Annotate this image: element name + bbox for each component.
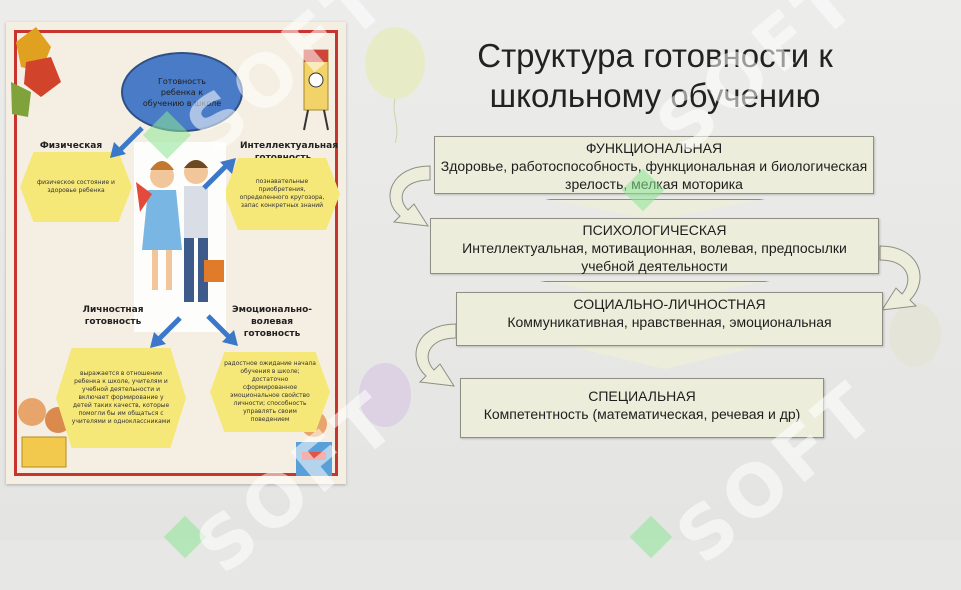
balloon-decoration — [365, 27, 425, 144]
arrow-to-emotional-icon — [206, 314, 238, 346]
level-body: Коммуникативная, нравственная, эмоционал… — [507, 314, 832, 330]
pencil-character-icon — [303, 49, 329, 131]
emotional-title: Эмоционально-волевая готовность — [232, 305, 313, 339]
balloon-decoration — [889, 303, 941, 367]
curved-arrow-right-icon — [879, 245, 921, 311]
curved-arrow-left-1-icon — [389, 165, 431, 227]
level-body: Компетентность (математическая, речевая … — [483, 406, 801, 422]
arrow-to-intellectual-icon — [202, 158, 236, 190]
schoolchildren-icon — [136, 160, 224, 302]
level-box-psychological: ПСИХОЛОГИЧЕСКАЯ Интеллектуальная, мотива… — [430, 218, 879, 274]
center-oval-text: Готовность ребенка к обучению в школе — [142, 76, 222, 108]
personal-text: выражается в отношении ребенка к школе, … — [71, 370, 171, 425]
intellectual-hex: познавательные приобретения, определенно… — [224, 158, 340, 230]
physical-text: физическое состояние и здоровье ребенка — [37, 179, 115, 194]
level-head: ПСИХОЛОГИЧЕСКАЯ — [582, 222, 727, 238]
level-head: СПЕЦИАЛЬНАЯ — [588, 388, 696, 404]
balloon-decoration — [359, 363, 411, 427]
level-body: Интеллектуальная, мотивационная, волевая… — [462, 240, 847, 274]
children-illustration — [134, 142, 226, 332]
readiness-poster: Готовность ребенка к обучению в школе Фи… — [6, 22, 346, 484]
level-head: ФУНКЦИОНАЛЬНАЯ — [585, 140, 723, 156]
center-oval: Готовность ребенка к обучению в школе — [121, 52, 243, 132]
poster-frame — [14, 30, 338, 476]
level-box-special: СПЕЦИАЛЬНАЯ Компетентность (математическ… — [460, 378, 824, 438]
curved-arrow-left-2-icon — [415, 323, 457, 387]
emotional-text: радостное ожидание начала обучения в шко… — [224, 360, 316, 423]
emotional-hex: радостное ожидание начала обучения в шко… — [210, 352, 330, 432]
down-arrow-3 — [560, 344, 770, 369]
autumn-leaves-icon — [11, 27, 61, 117]
intellectual-text: познавательные приобретения, определенно… — [239, 178, 325, 209]
arrow-to-physical-icon — [110, 126, 144, 158]
level-head: СОЦИАЛЬНО-ЛИЧНОСТНАЯ — [573, 296, 766, 312]
physical-hex: физическое состояние и здоровье ребенка — [20, 152, 132, 222]
arrow-to-personal-icon — [150, 316, 182, 348]
down-arrow-1 — [545, 199, 765, 220]
personal-hex: выражается в отношении ребенка к школе, … — [56, 348, 186, 448]
level-box-social: СОЦИАЛЬНО-ЛИЧНОСТНАЯ Коммуникативная, нр… — [456, 292, 883, 346]
slide-title: Структура готовности к школьному обучени… — [477, 37, 833, 114]
personal-title: Личностная готовность — [82, 305, 144, 327]
